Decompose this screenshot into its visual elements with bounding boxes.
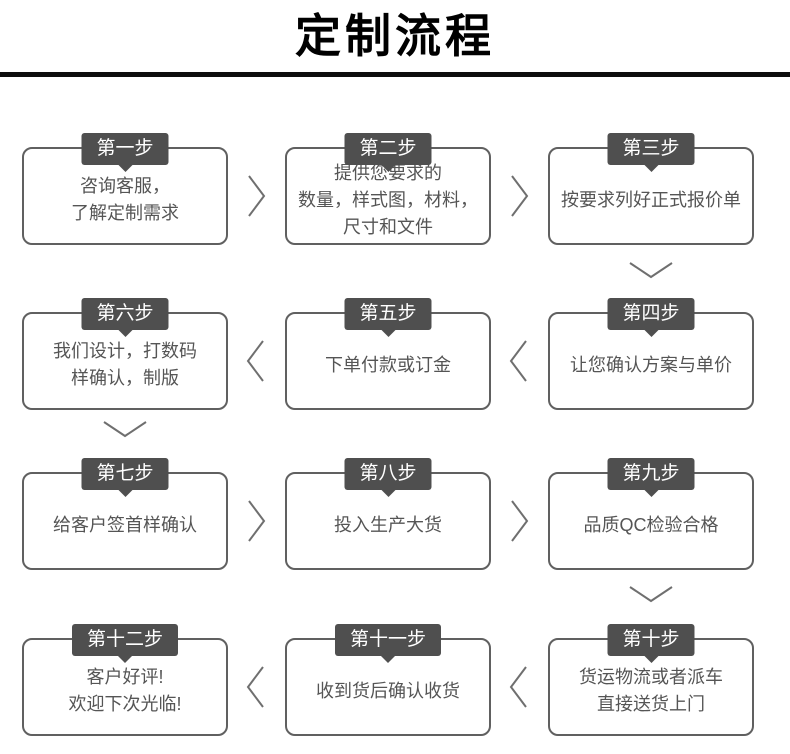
step-text: 给客户签首样确认 [53, 514, 197, 535]
tab-notch [643, 330, 658, 337]
step-box-3: 第三步 按要求列好正式报价单 [548, 133, 754, 245]
step-tab-label: 第七步 [96, 463, 154, 484]
tab-notch [643, 490, 658, 497]
tab-notch [380, 490, 395, 497]
step-text: 投入生产大货 [334, 514, 442, 535]
step-tab-label: 第二步 [359, 138, 417, 159]
arrow-right-icon [509, 174, 529, 218]
step-box-10: 第十步 货运物流或者派车 直接送货上门 [548, 624, 754, 736]
step-box-2: 第二步 提供您要求的 数量，样式图，材料， 尺寸和文件 [285, 133, 491, 245]
step-text: 品质QC检验合格 [583, 514, 719, 535]
arrow-left-icon [246, 665, 266, 709]
step-tab-label: 第十一步 [349, 629, 427, 650]
arrow-right-icon [246, 499, 266, 543]
arrow-left-icon [246, 339, 266, 383]
tab-notch [117, 490, 132, 497]
tab-notch [380, 656, 395, 663]
step-tab: 第十一步 [334, 624, 442, 663]
step-tab-label: 第三步 [622, 138, 680, 159]
step-tab-label: 第一步 [96, 138, 154, 159]
step-tab: 第八步 [344, 458, 432, 497]
step-tab: 第三步 [607, 133, 695, 172]
arrow-right-icon [509, 499, 529, 543]
step-tab: 第九步 [607, 458, 695, 497]
step-tab: 第五步 [344, 298, 432, 337]
step-box-4: 第四步 让您确认方案与单价 [548, 298, 754, 410]
step-box-5: 第五步 下单付款或订金 [285, 298, 491, 410]
step-text: 下单付款或订金 [325, 354, 451, 375]
step-tab-label: 第九步 [622, 463, 680, 484]
step-text: 咨询客服， 了解定制需求 [71, 176, 179, 223]
arrow-right-icon [246, 174, 266, 218]
step-box-11: 第十一步 收到货后确认收货 [285, 624, 491, 736]
step-box-6: 第六步 我们设计，打数码 样确认，制版 [22, 298, 228, 410]
step-text: 货运物流或者派车 直接送货上门 [579, 667, 723, 714]
step-text: 我们设计，打数码 样确认，制版 [53, 341, 197, 388]
step-tab-label: 第四步 [622, 303, 680, 324]
step-box-1: 第一步 咨询客服， 了解定制需求 [22, 133, 228, 245]
step-text: 让您确认方案与单价 [570, 354, 732, 375]
tab-notch [380, 165, 395, 172]
tab-notch [117, 165, 132, 172]
tab-notch [117, 330, 132, 337]
page-title: 定制流程 [295, 10, 495, 62]
step-box-7: 第七步 给客户签首样确认 [22, 458, 228, 570]
step-tab-label: 第八步 [359, 463, 417, 484]
step-box-9: 第九步 品质QC检验合格 [548, 458, 754, 570]
arrow-left-icon [509, 665, 529, 709]
step-tab: 第六步 [81, 298, 169, 337]
step-box-8: 第八步 投入生产大货 [285, 458, 491, 570]
arrow-down-icon [628, 261, 674, 279]
arrow-down-icon [628, 585, 674, 603]
title-divider [0, 72, 790, 77]
tab-notch [117, 656, 132, 663]
step-text: 收到货后确认收货 [316, 680, 460, 701]
step-tab-label: 第六步 [96, 303, 154, 324]
tab-notch [380, 330, 395, 337]
step-tab-label: 第五步 [359, 303, 417, 324]
step-text: 客户好评! 欢迎下次光临! [68, 667, 182, 714]
step-text: 提供您要求的 数量，样式图，材料， 尺寸和文件 [298, 162, 478, 237]
step-text: 按要求列好正式报价单 [561, 189, 741, 210]
step-tab-label: 第十二步 [86, 629, 164, 650]
arrow-down-icon [102, 420, 148, 438]
step-tab: 第十步 [607, 624, 695, 663]
step-box-12: 第十二步 客户好评! 欢迎下次光临! [22, 624, 228, 736]
arrow-left-icon [509, 339, 529, 383]
step-tab-label: 第十步 [622, 629, 680, 650]
step-tab: 第二步 [344, 133, 432, 172]
step-tab: 第一步 [81, 133, 169, 172]
tab-notch [643, 165, 658, 172]
step-tab: 第七步 [81, 458, 169, 497]
step-tab: 第十二步 [71, 624, 179, 663]
step-tab: 第四步 [607, 298, 695, 337]
tab-notch [643, 656, 658, 663]
